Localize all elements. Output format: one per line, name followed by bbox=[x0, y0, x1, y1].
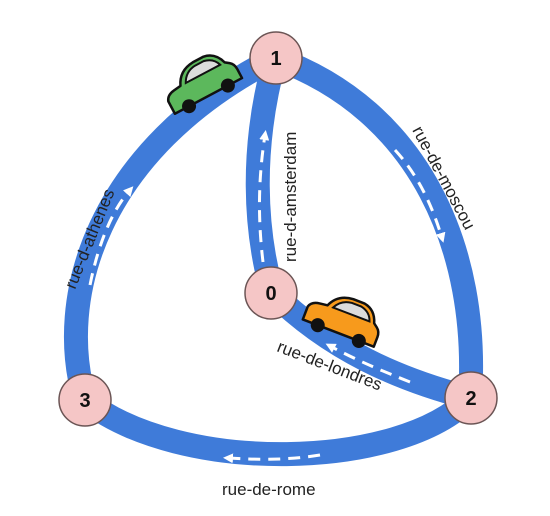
orange-car bbox=[301, 296, 380, 348]
label-rue-d-amsterdam: rue-d-amsterdam bbox=[281, 132, 300, 262]
road-rue-de-londres bbox=[260, 280, 482, 410]
arrow-rue-de-rome bbox=[223, 453, 321, 464]
arrow-rue-d-amsterdam bbox=[257, 130, 270, 263]
orange-car-wheel-front bbox=[351, 333, 366, 348]
node-2: 2 bbox=[444, 371, 498, 425]
direction-arrows bbox=[88, 130, 446, 464]
road-rue-de-moscou bbox=[263, 46, 483, 410]
green-car-window bbox=[184, 59, 222, 85]
green-car-wheel-front bbox=[220, 78, 235, 93]
node-0: 0 bbox=[244, 266, 298, 320]
label-rue-de-rome: rue-de-rome bbox=[222, 480, 316, 499]
arrow-rue-de-moscou bbox=[393, 148, 446, 243]
green-car-wheel-rear bbox=[182, 99, 197, 114]
orange-car-wheel-rear bbox=[310, 318, 325, 333]
nodes: 1 0 2 3 bbox=[58, 31, 498, 427]
node-2-label: 2 bbox=[465, 388, 476, 410]
road-rue-de-rome bbox=[73, 386, 482, 467]
green-car bbox=[166, 54, 244, 115]
node-3: 3 bbox=[58, 373, 112, 427]
arrow-rue-de-londres bbox=[325, 343, 411, 384]
node-3-label: 3 bbox=[79, 390, 90, 412]
road-rue-d-athenes bbox=[64, 46, 287, 412]
orange-car-window bbox=[331, 301, 371, 323]
roads bbox=[64, 46, 483, 467]
green-car-body bbox=[166, 54, 244, 115]
node-0-label: 0 bbox=[265, 283, 276, 305]
node-1-label: 1 bbox=[270, 48, 281, 70]
node-1: 1 bbox=[249, 31, 303, 85]
